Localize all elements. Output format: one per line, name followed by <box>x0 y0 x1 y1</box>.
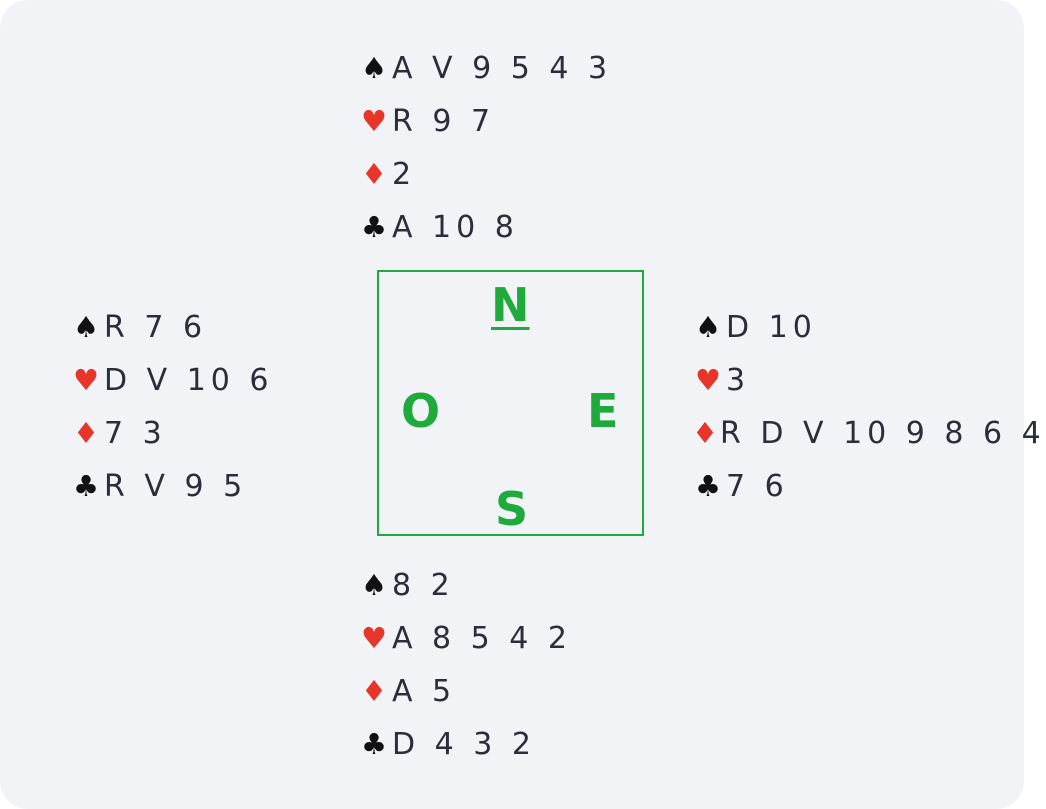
club-icon: ♣ <box>361 210 387 244</box>
heart-icon: ♥ <box>361 621 387 655</box>
east-diamonds-cards: R D V 10 9 8 6 4 <box>720 415 1046 451</box>
west-spades-cards: R 7 6 <box>104 309 208 345</box>
west-clubs-cards: R V 9 5 <box>104 468 248 504</box>
heart-icon: ♥ <box>73 363 99 397</box>
north-clubs-cards: A 10 8 <box>392 209 519 245</box>
east-diamonds-row: ♦ R D V 10 9 8 6 4 <box>692 407 1041 460</box>
spade-icon: ♠ <box>361 568 387 602</box>
diamond-icon: ♦ <box>73 416 99 450</box>
spade-icon: ♠ <box>73 310 99 344</box>
diamond-icon: ♦ <box>361 157 387 191</box>
west-hand: ♠ R 7 6 ♥ D V 10 6 ♦ 7 3 ♣ R V 9 5 <box>70 301 410 513</box>
south-spades-row: ♠ 8 2 <box>358 559 698 612</box>
south-spades-cards: 8 2 <box>392 567 455 603</box>
north-hearts-cards: R 9 7 <box>392 103 496 139</box>
heart-icon: ♥ <box>361 104 387 138</box>
west-diamonds-cards: 7 3 <box>104 415 167 451</box>
west-hearts-row: ♥ D V 10 6 <box>70 354 410 407</box>
diamond-icon: ♦ <box>361 674 387 708</box>
south-hearts-row: ♥ A 8 5 4 2 <box>358 612 698 665</box>
east-spades-row: ♠ D 10 <box>692 301 1032 354</box>
north-spades-cards: A V 9 5 4 3 <box>392 50 613 86</box>
south-hearts-cards: A 8 5 4 2 <box>392 620 573 656</box>
east-clubs-row: ♣ 7 6 <box>692 460 1032 513</box>
compass-west: O <box>401 384 441 438</box>
west-hearts-cards: D V 10 6 <box>104 362 274 398</box>
south-clubs-row: ♣ D 4 3 2 <box>358 718 698 771</box>
north-hand: ♠ A V 9 5 4 3 ♥ R 9 7 ♦ 2 ♣ A 10 8 <box>358 42 698 254</box>
club-icon: ♣ <box>695 469 721 503</box>
east-spades-cards: D 10 <box>726 309 817 345</box>
north-clubs-row: ♣ A 10 8 <box>358 201 698 254</box>
south-diamonds-row: ♦ A 5 <box>358 665 698 718</box>
east-hearts-row: ♥ 3 <box>692 354 1032 407</box>
east-clubs-cards: 7 6 <box>726 468 789 504</box>
south-hand: ♠ 8 2 ♥ A 8 5 4 2 ♦ A 5 ♣ D 4 3 2 <box>358 559 698 771</box>
north-diamonds-cards: 2 <box>392 156 417 192</box>
south-clubs-cards: D 4 3 2 <box>392 726 536 762</box>
east-hand: ♠ D 10 ♥ 3 ♦ R D V 10 9 8 6 4 ♣ 7 6 <box>692 301 1041 513</box>
club-icon: ♣ <box>361 727 387 761</box>
west-clubs-row: ♣ R V 9 5 <box>70 460 410 513</box>
compass-box: N O E S <box>377 270 644 536</box>
heart-icon: ♥ <box>695 363 721 397</box>
north-spades-row: ♠ A V 9 5 4 3 <box>358 42 698 95</box>
west-spades-row: ♠ R 7 6 <box>70 301 410 354</box>
diamond-icon: ♦ <box>692 416 718 450</box>
compass-south: S <box>495 482 529 536</box>
spade-icon: ♠ <box>695 310 721 344</box>
compass-east: E <box>587 384 619 438</box>
compass-north: N <box>491 278 530 332</box>
club-icon: ♣ <box>73 469 99 503</box>
north-hearts-row: ♥ R 9 7 <box>358 95 698 148</box>
east-hearts-cards: 3 <box>726 362 751 398</box>
spade-icon: ♠ <box>361 51 387 85</box>
north-diamonds-row: ♦ 2 <box>358 148 698 201</box>
west-diamonds-row: ♦ 7 3 <box>70 407 410 460</box>
south-diamonds-cards: A 5 <box>392 673 457 709</box>
